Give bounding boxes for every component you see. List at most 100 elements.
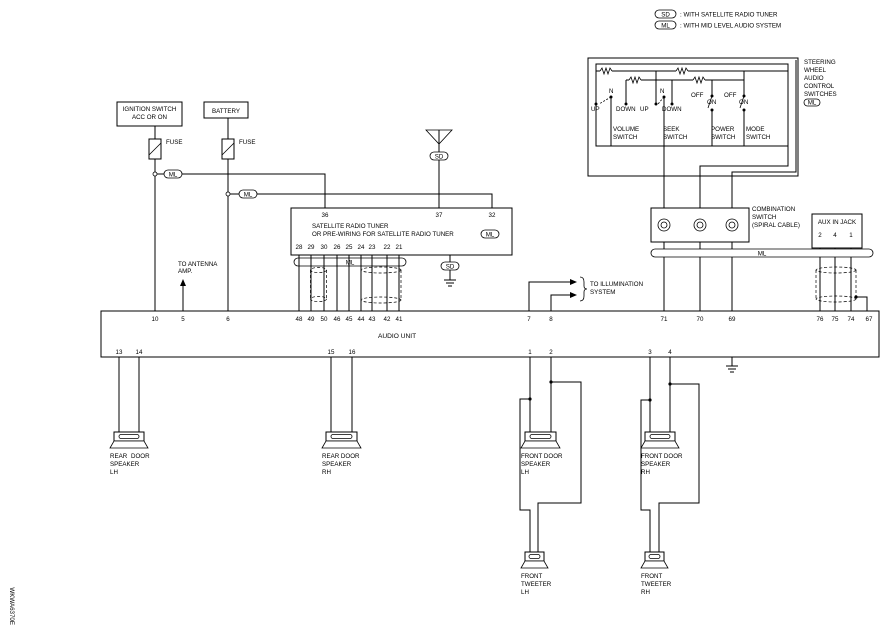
audio-unit-box <box>100 310 880 358</box>
resistor-icon <box>599 66 613 76</box>
audio-unit-pin: 2 <box>549 349 553 356</box>
ml-tag: ML <box>244 191 253 198</box>
audio-unit-pin: 45 <box>346 316 353 323</box>
ml-tag: ML <box>346 259 355 266</box>
combination-label-3: (SPIRAL CABLE) <box>752 222 800 229</box>
arrow-right-icon <box>570 279 577 285</box>
speaker-label: FRONT DOOR <box>521 453 563 460</box>
tuner-pin: 25 <box>346 244 353 251</box>
legend: SD : WITH SATELLITE RADIO TUNER ML : WIT… <box>654 9 781 30</box>
audio-unit-pin: 50 <box>321 316 328 323</box>
steering-title-2: WHEEL <box>804 67 827 74</box>
tuner-pin: 24 <box>358 244 365 251</box>
aux-pin: 1 <box>849 232 853 239</box>
audio-unit-pin: 69 <box>729 316 736 323</box>
sd-tag: SD <box>446 263 455 270</box>
aux-in-jack: AUX IN JACK 2 4 1 <box>811 213 868 311</box>
tuner-pin: 36 <box>322 212 329 219</box>
antenna-amp-connection: TO ANTENNA AMP. <box>178 261 218 311</box>
audio-unit-pin: 76 <box>817 316 824 323</box>
legend-ml-tag: ML <box>661 22 670 29</box>
speaker-icon <box>321 431 362 449</box>
ground-icon <box>726 357 738 373</box>
speaker-label: RH <box>322 469 331 476</box>
mode-switch-label-1: MODE <box>746 126 765 133</box>
combination-label-2: SWITCH <box>752 214 776 221</box>
seek-down-label: DOWN <box>662 106 682 113</box>
antenna-amp-label-1: TO ANTENNA <box>178 261 218 268</box>
diagram-id: WKWA6370E <box>8 587 15 625</box>
resistor-icon <box>628 75 642 85</box>
tweeter-label: FRONT <box>641 573 663 580</box>
speaker-label: LH <box>110 469 118 476</box>
illumination-label-1: TO ILLUMINATION <box>590 281 643 288</box>
speaker-icon <box>109 431 149 449</box>
power-on-label: ON <box>707 99 716 106</box>
audio-unit-pin: 6 <box>226 316 230 323</box>
audio-unit-pin: 7 <box>527 316 531 323</box>
audio-unit-pin: 15 <box>328 349 335 356</box>
seek-switch-label-2: SWITCH <box>663 134 687 141</box>
tweeter-front-rh: FRONT TWEETER RH <box>640 551 672 596</box>
volume-switch-label-2: SWITCH <box>613 134 637 141</box>
audio-unit-pin: 3 <box>648 349 652 356</box>
audio-unit-pin: 71 <box>661 316 668 323</box>
arrow-up-icon <box>180 279 186 286</box>
legend-ml-text: : WITH MID LEVEL AUDIO SYSTEM <box>680 22 781 29</box>
power-switch-label-1: POWER <box>711 126 735 133</box>
arrow-right-icon <box>570 292 577 298</box>
combination-label-1: COMBINATION <box>752 206 795 213</box>
audio-unit-pin: 10 <box>152 316 159 323</box>
tuner-pin: 22 <box>384 244 391 251</box>
speaker-label: FRONT DOOR <box>641 453 683 460</box>
audio-unit-pin: 70 <box>697 316 704 323</box>
tweeter-label: RH <box>641 589 650 596</box>
legend-sd-text: : WITH SATELLITE RADIO TUNER <box>680 11 778 18</box>
mode-switch-label-2: SWITCH <box>746 134 770 141</box>
seek-up-label: UP <box>640 106 649 113</box>
steering-title-1: STEERING <box>804 59 836 66</box>
speaker-icon <box>520 551 549 569</box>
volume-n-label: N <box>609 88 613 95</box>
audio-unit-pin: 44 <box>358 316 365 323</box>
audio-unit-pin: 42 <box>384 316 391 323</box>
tuner-pin: 29 <box>308 244 315 251</box>
illumination-connection: TO ILLUMINATION SYSTEM <box>528 276 643 311</box>
tuner-pin: 37 <box>436 212 443 219</box>
tuner-pin: 28 <box>296 244 303 251</box>
aux-label: AUX IN JACK <box>818 219 857 226</box>
volume-switch-label-1: VOLUME <box>613 126 639 133</box>
speaker-label: SPEAKER <box>322 461 352 468</box>
speaker-icon <box>640 431 680 449</box>
steering-title-5: SWITCHES <box>804 91 837 98</box>
steering-title-4: CONTROL <box>804 83 835 90</box>
speaker-label: DOOR <box>131 453 150 460</box>
tweeter-front-lh: FRONT TWEETER LH <box>520 551 552 596</box>
seek-switch-label-1: SEEK <box>663 126 680 133</box>
speaker-rear-rh: REAR DOOR SPEAKER RH <box>321 431 362 476</box>
audio-unit-pin: 4 <box>668 349 672 356</box>
audio-unit-pin: 46 <box>334 316 341 323</box>
seek-n-label: N <box>660 88 664 95</box>
antenna-amp-label-2: AMP. <box>178 268 193 275</box>
audio-unit-pin: 13 <box>116 349 123 356</box>
sd-tag: SD <box>435 153 444 160</box>
audio-unit-pin: 1 <box>528 349 532 356</box>
audio-unit-pin: 14 <box>136 349 143 356</box>
tuner-pin: 21 <box>396 244 403 251</box>
audio-unit-label: AUDIO UNIT <box>378 333 416 340</box>
tuner-pin: 26 <box>334 244 341 251</box>
spiral-cable-icon <box>657 218 739 232</box>
speaker-icon <box>640 551 669 569</box>
power-switch-label-2: SWITCH <box>711 134 735 141</box>
mode-on-label: ON <box>739 99 748 106</box>
speaker-front-rh: FRONT DOOR SPEAKER RH <box>640 431 683 476</box>
volume-up-label: UP <box>591 106 600 113</box>
ignition-label-1: IGNITION SWITCH <box>123 106 177 113</box>
power-off-label: OFF <box>691 92 704 99</box>
combination-switch: COMBINATION SWITCH (SPIRAL CABLE) <box>650 206 800 311</box>
ml-tag: ML <box>169 171 178 178</box>
